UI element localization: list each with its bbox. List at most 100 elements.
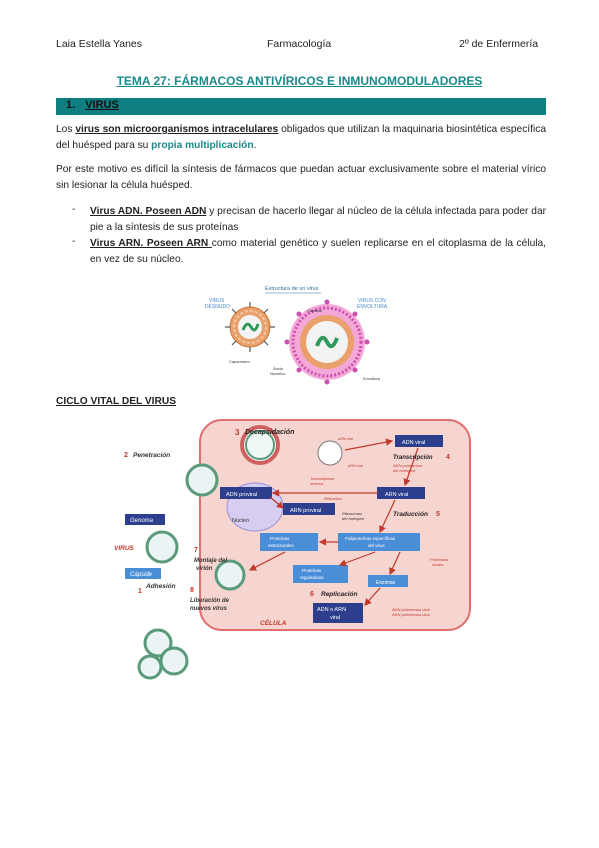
bullet-1-rest: y precisan de hacerlo llegar al núcleo d… [90,206,547,233]
fig1-capsomero-label: Capsómero [229,359,250,364]
header-subject: Farmacología [267,38,332,50]
header-course: 2º de Enfermería [459,38,539,50]
fig1-envoltura-label: Envoltura [363,376,381,381]
section-heading: 1. VIRUS [66,99,119,111]
text-polyprot-1: Poliproteínas específicas [345,536,396,541]
legend-capside-box [125,568,161,579]
paragraph-1: Los virus son microorganismos intracelul… [56,122,546,154]
label-proteases-2: virales [432,562,444,567]
label-rt: Transcriptasa [310,476,335,481]
virus-structure-figure: Estructura de un virus VIRUS DESNUDO VIR… [205,286,388,385]
box-enzymes [368,575,408,587]
legend-genome-box [125,514,165,525]
virus-assembly [214,559,246,591]
text-dna-rna-2: viral [330,615,340,621]
fig1-nucleico-label: Nucleico [270,371,286,376]
label-penetration: Penetración [133,452,170,459]
box-adn-viral [395,435,443,447]
label-assembly: Montaje del [194,558,227,564]
label-release-2: nuevos virus [190,606,228,612]
virus-release [137,628,189,680]
box-arn-viral [377,487,425,499]
uncoated-genome [317,440,343,466]
label-rna-pol-viral: ARN polimerasa viral [391,612,430,617]
label-ribosomes-2: del huésped [342,516,365,521]
legend-genome: Genoma [130,518,154,524]
text-structural-1: Proteínas [270,536,290,541]
text-enzymes: Enzimas [376,580,396,586]
box-adn-proviral [220,487,272,499]
label-rt2: inversa [310,481,324,486]
box-polyproteins [338,533,420,551]
label-cell: CÉLULA [260,618,287,627]
text-regulatory-2: reguladoras [300,575,325,580]
p1-b: virus son microorganismos intracelulares [75,124,279,135]
text-arn-proviral: ARN proviral [290,508,321,514]
box-dna-rna [313,603,363,623]
step-1: 1 [138,588,142,595]
text-structural-2: estructurales [268,543,295,548]
label-translation: Traducción [393,511,428,518]
box-regulatory-proteins [293,565,348,583]
label-host: del huésped [393,468,416,473]
p1-e: . [253,140,257,151]
fig1-capsida-label: Cápsida [307,308,322,313]
virus-outside [145,530,179,564]
section-bar [56,98,546,115]
step-4: 4 [446,454,450,461]
label-dna-pol: ADN polimerasa viral [391,607,430,612]
text-adn-viral: ADN viral [402,440,425,446]
bullet-2-bold: Virus ARN. Poseen ARN [90,238,212,249]
bullet-2-rest: como material genético y suelen replicar… [90,238,546,265]
bullet-1: Virus ADN. Poseen ADN y precisan de hace… [90,204,546,236]
text-regulatory-1: Proteínas [302,568,322,573]
step-3: 3 [235,428,240,437]
step-5: 5 [436,511,440,518]
box-structural-proteins [260,533,318,551]
virus-decapsidation [240,425,280,465]
legend-capside: Cápside [130,572,153,578]
step-2: 2 [124,452,128,459]
fig1-acido-label: Ácido [273,366,284,371]
fig1-right-label-2: ENVOLTURA [357,304,388,310]
label-replication: Replicación [321,591,358,598]
label-assembly-2: virión [196,566,213,572]
bullet-1-dash: - [72,204,76,215]
p1-c: obligados que utilizan la maquinaria bio… [56,124,546,151]
step-8: 8 [190,587,194,594]
p1-a: Los [56,124,76,135]
label-virus: VIRUS [114,545,135,552]
text-dna-rna: ADN o ARN [317,607,346,613]
bullet-2-dash: - [72,236,76,247]
label-retro: Retrovirus [324,496,342,501]
step-7: 7 [194,547,198,554]
bullet-1-bold: Virus ADN. Poseen ADN [90,206,207,217]
header-author: Laia Estella Yanes [56,38,143,50]
section-number: 1. [66,99,76,111]
fig1-title: Estructura de un virus [265,286,319,292]
fig1-right-label-1: VIRUS CON [358,298,386,304]
fig1-left-label-2: DESNUDO [205,304,230,310]
label-decapsidation: Decapsidación [245,429,294,436]
bullet-2: Virus ARN. Poseen ARN como material gené… [90,236,546,268]
label-ribosomes: Ribosomas [342,511,362,516]
paragraph-2: Por este motivo es difícil la síntesis d… [56,164,546,191]
step-6: 6 [310,591,314,598]
section-label: VIRUS [85,99,119,111]
naked-virus-illustration [225,302,275,352]
label-arn-small: ARN viral [347,464,363,468]
text-polyprot-2: del virus [368,543,386,548]
text-adn-proviral: ADN proviral [226,492,257,498]
virus-lifecycle-figure: 3 Decapsidación 2 Penetración ADN viral … [114,419,471,680]
label-nucleus: Núcleo [232,518,249,524]
text-arn-viral: ARN viral [385,492,408,498]
enveloped-virus-illustration [284,299,370,385]
lifecycle-heading: CICLO VITAL DEL VIRUS [56,396,176,407]
label-proteases: Proteasas [430,557,448,562]
fig1-left-label-1: VIRUS [209,298,225,304]
p1-d: propia multiplicación [151,140,254,151]
label-adhesion: Adhesión [145,583,176,590]
label-rna-pol: ARN polimerasa [392,463,423,468]
label-release: Liberación de [190,598,230,604]
label-adn-small: ADN viral [337,437,353,441]
